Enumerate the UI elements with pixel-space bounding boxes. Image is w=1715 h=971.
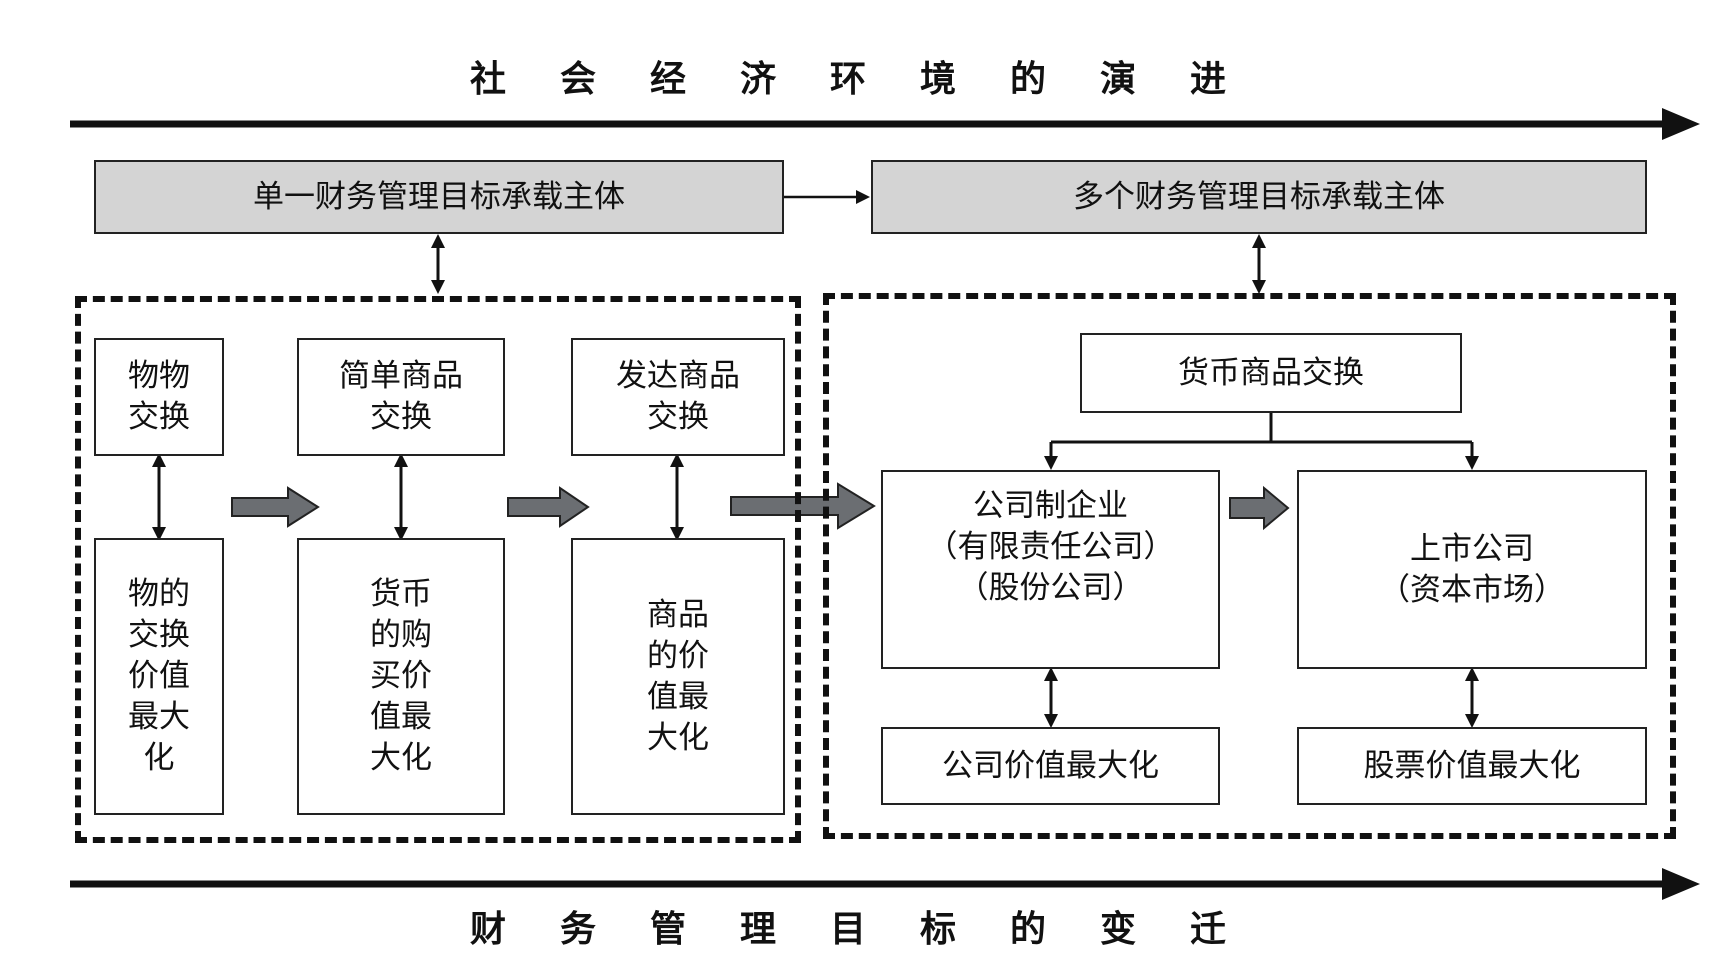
developed-goal-box: 商品 的价 值最 大化 xyxy=(571,538,785,815)
simple-exchange-label: 简单商品 交换 xyxy=(339,358,463,435)
block-arrow-3 xyxy=(730,482,876,530)
corporate-label: 公司制企业 （有限责任公司） （股份公司） xyxy=(926,488,1175,606)
listed-company-box: 上市公司 （资本市场） xyxy=(1297,470,1647,669)
multiple-subject-box: 多个财务管理目标承载主体 xyxy=(871,160,1647,234)
barter-goal-box: 物的 交换 价值 最大 化 xyxy=(94,538,224,815)
right-dashed-group xyxy=(823,293,1676,839)
block-arrow-1 xyxy=(231,486,320,528)
simple-exchange-box: 简单商品 交换 xyxy=(297,338,505,456)
corporate-box: 公司制企业 （有限责任公司） （股份公司） xyxy=(881,470,1220,669)
listed-goal-box: 股票价值最大化 xyxy=(1297,727,1647,805)
multiple-subject-label: 多个财务管理目标承载主体 xyxy=(1073,178,1445,215)
single-subject-label: 单一财务管理目标承载主体 xyxy=(253,178,625,215)
money-exchange-label: 货币商品交换 xyxy=(1178,354,1364,391)
money-split-connector xyxy=(1044,413,1479,470)
listed-company-label: 上市公司 （资本市场） xyxy=(1379,530,1565,608)
bottom-timeline-arrow xyxy=(70,868,1700,900)
simple-goal-box: 货币 的购 买价 值最 大化 xyxy=(297,538,505,815)
barter-label: 物物 交换 xyxy=(128,358,190,435)
developed-exchange-label: 发达商品 交换 xyxy=(616,358,740,435)
developed-exchange-box: 发达商品 交换 xyxy=(571,338,785,456)
top-title: 社会经济环境的演进 xyxy=(469,59,1280,100)
single-subject-box: 单一财务管理目标承载主体 xyxy=(94,160,784,234)
top-timeline-arrow xyxy=(70,108,1700,140)
block-arrow-2 xyxy=(507,486,590,528)
money-exchange-box: 货币商品交换 xyxy=(1080,333,1462,413)
simple-goal-label: 货币 的购 买价 值最 大化 xyxy=(370,576,432,776)
barter-goal-label: 物的 交换 价值 最大 化 xyxy=(128,576,190,776)
developed-goal-label: 商品 的价 值最 大化 xyxy=(647,596,709,756)
left-dashed-group xyxy=(75,296,801,843)
corporate-goal-label: 公司价值最大化 xyxy=(942,747,1159,784)
corporate-goal-box: 公司价值最大化 xyxy=(881,727,1220,805)
listed-goal-label: 股票价值最大化 xyxy=(1363,747,1581,784)
bottom-title: 财务管理目标的变迁 xyxy=(469,909,1280,950)
barter-box: 物物 交换 xyxy=(94,338,224,456)
block-arrow-4 xyxy=(1229,485,1290,531)
